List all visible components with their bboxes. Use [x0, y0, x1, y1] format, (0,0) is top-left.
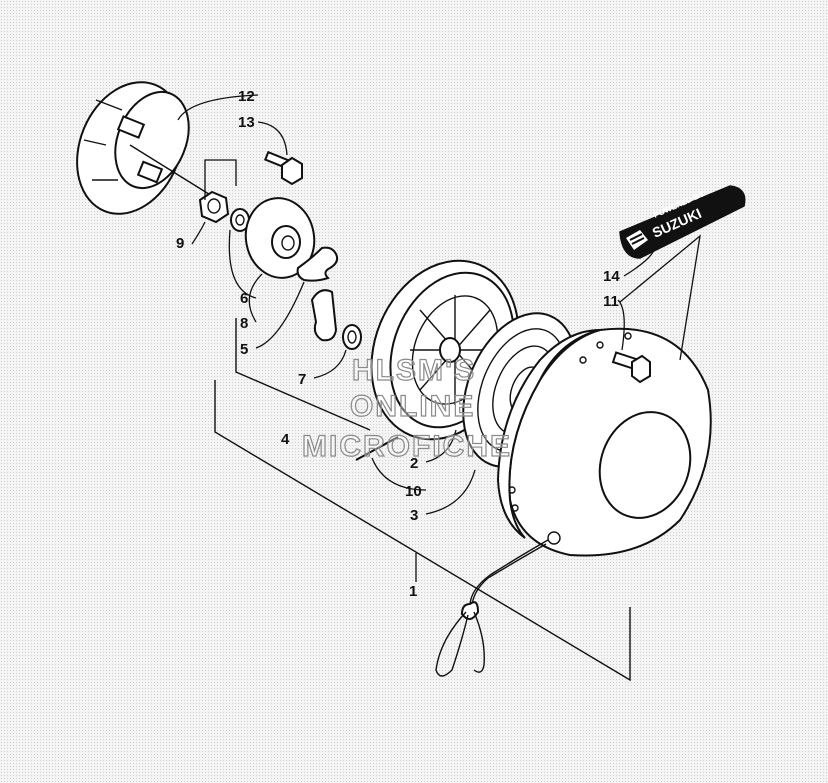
callout-11: 11	[603, 293, 619, 310]
pull-rope	[435, 531, 561, 677]
callout-14: 14	[603, 268, 620, 285]
callout-9: 9	[176, 235, 184, 252]
leader-lines	[177, 94, 701, 515]
part-8-ratchet	[244, 197, 316, 279]
part-5-spring	[296, 246, 339, 282]
part-9-nut	[198, 190, 230, 224]
part-pawl	[310, 289, 338, 342]
rope-line	[129, 144, 213, 197]
part-7-bushing	[342, 324, 362, 350]
watermark: HLSM'S ONLINE MICROFICHE	[301, 353, 512, 463]
callout-6: 6	[240, 290, 248, 307]
callout-13: 13	[238, 114, 255, 131]
callout-4: 4	[281, 431, 290, 448]
part-14-decal: POWERED BY SUZUKI	[619, 185, 746, 259]
part-13-bolt	[264, 150, 303, 186]
callout-3: 3	[410, 507, 418, 524]
callout-7: 7	[298, 371, 306, 388]
suzuki-logo-icon	[626, 230, 648, 250]
bracket-lines	[214, 318, 631, 682]
watermark-line-1: HLSM'S	[352, 354, 476, 387]
starter-housing	[496, 327, 712, 557]
watermark-line-2: ONLINE	[350, 390, 475, 423]
part-10-pin	[355, 436, 399, 461]
part-12-handle-cup	[76, 81, 190, 215]
callout-8: 8	[240, 315, 248, 332]
watermark-line-3: MICROFICHE	[302, 430, 512, 463]
callout-2: 2	[410, 455, 418, 472]
callout-5: 5	[240, 341, 248, 358]
callout-numbers: 12 13 9 6 8 5 7 4 2 10 3 1 14 11	[176, 88, 620, 600]
part-11-screw	[611, 351, 651, 384]
callout-1: 1	[409, 583, 417, 600]
callout-12: 12	[238, 88, 255, 105]
callout-10: 10	[405, 483, 422, 500]
